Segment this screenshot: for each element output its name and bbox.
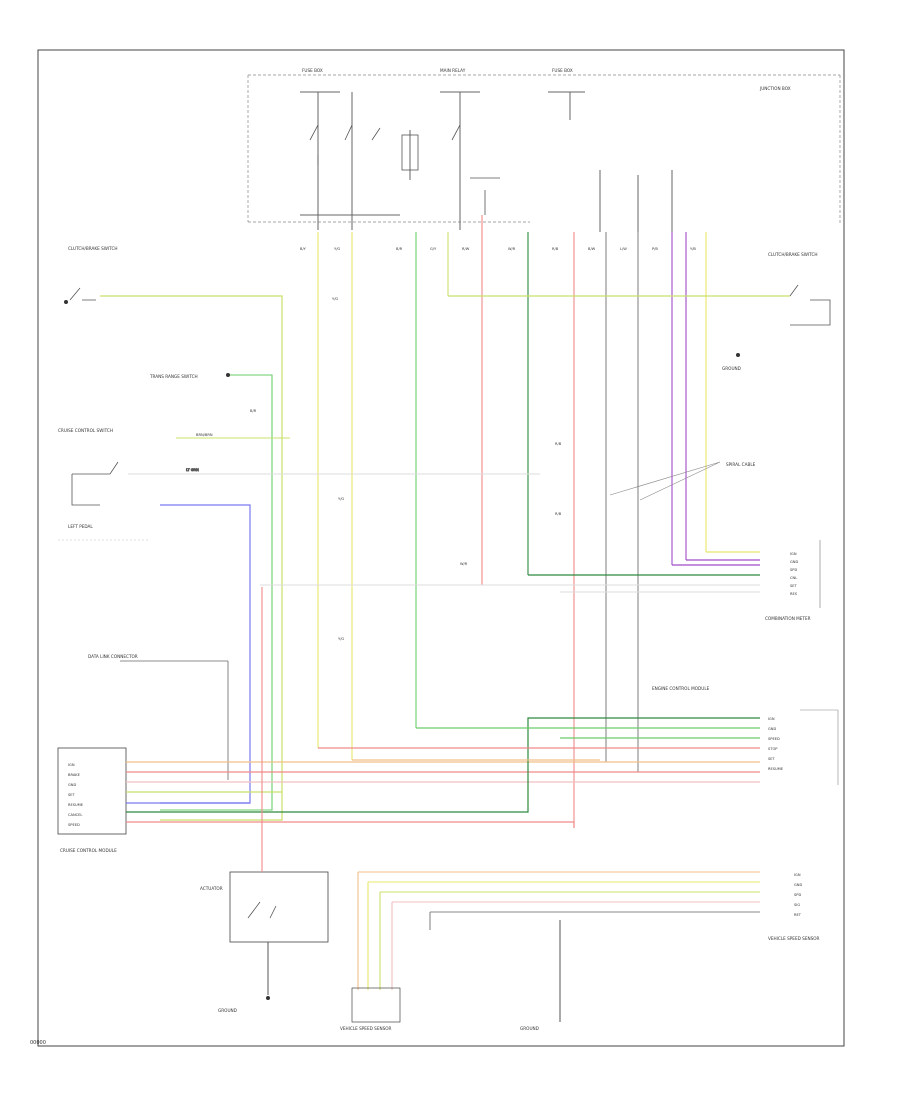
cruise-control-module: IGN BRAKE GND SET RESUME CANCEL SPEED CR…: [57, 747, 127, 853]
svg-text:STOP: STOP: [768, 747, 778, 751]
svg-text:SPD: SPD: [794, 893, 801, 897]
svg-text:ENGINE CONTROL MODULE: ENGINE CONTROL MODULE: [652, 686, 710, 691]
svg-text:B/R: B/R: [250, 409, 257, 413]
svg-text:SPD: SPD: [790, 568, 797, 572]
svg-text:BRAKE: BRAKE: [68, 773, 81, 777]
svg-text:SET: SET: [768, 757, 776, 761]
svg-text:TRANS RANGE SWITCH: TRANS RANGE SWITCH: [149, 374, 198, 379]
ecm-connector: IGN GND SPEED STOP SET RESUME ENGINE CON…: [652, 686, 839, 785]
svg-text:CLUTCH/BRAKE SWITCH: CLUTCH/BRAKE SWITCH: [768, 252, 818, 257]
svg-text:CRUISE CONTROL MODULE: CRUISE CONTROL MODULE: [60, 848, 117, 853]
svg-text:R/B: R/B: [555, 512, 562, 516]
svg-text:R/B: R/B: [555, 442, 562, 446]
svg-text:CRUISE CONTROL SWITCH: CRUISE CONTROL SWITCH: [58, 428, 113, 433]
cruise-control-switch: CRUISE CONTROL SWITCH BRN/BRN: [58, 428, 290, 439]
svg-text:Y/G: Y/G: [334, 247, 340, 251]
data-link-label: DATA LINK CONNECTOR: [88, 654, 138, 659]
svg-text:B/W: B/W: [588, 247, 596, 251]
fuse-label-1: FUSE BOX: [302, 68, 323, 73]
top-fuse-box: [247, 74, 841, 225]
svg-text:W/R: W/R: [508, 247, 516, 251]
svg-text:GND: GND: [794, 883, 802, 887]
left-pedal-label: LEFT PEDAL: [68, 524, 93, 529]
svg-text:IGN: IGN: [68, 763, 75, 767]
fuse-label-2: MAIN RELAY: [440, 68, 466, 73]
svg-text:ACTUATOR: ACTUATOR: [200, 886, 223, 891]
combination-meter-connector: IGN GND SPD CNL SET RES COMBINATION METE…: [260, 540, 821, 621]
misc-tags: Y/G Y/G Y/G W/R R/B R/B B/R: [250, 297, 562, 641]
svg-text:P/B: P/B: [652, 247, 658, 251]
svg-text:Y/B: Y/B: [690, 247, 696, 251]
svg-text:Y/G: Y/G: [338, 497, 344, 501]
svg-text:CNL: CNL: [790, 576, 797, 580]
svg-text:SET: SET: [790, 584, 798, 588]
vehicle-speed-sensor: VEHICLE SPEED SENSOR GROUND: [340, 920, 561, 1031]
main-relay-switches: [309, 124, 500, 215]
diagram-code: 00000: [30, 1040, 46, 1046]
top-pin-tags: B/Y Y/G B/R G/Y R/W W/R R/B B/W L/W P/B …: [300, 247, 696, 251]
sensor-pin-labels: IGN GND SPD SIG RET VEHICLE SPEED SENSOR: [768, 873, 820, 941]
svg-text:GND: GND: [768, 727, 776, 731]
svg-text:R/B: R/B: [552, 247, 559, 251]
svg-text:B/R: B/R: [396, 247, 403, 251]
left-pedal-switch: LT GRN: [71, 461, 540, 506]
right-top-switch: CLUTCH/BRAKE SWITCH GROUND: [722, 252, 831, 371]
svg-text:COMBINATION METER: COMBINATION METER: [765, 616, 811, 621]
svg-text:IGN: IGN: [794, 873, 801, 877]
svg-text:BRN/BRN: BRN/BRN: [196, 433, 213, 437]
svg-text:RES: RES: [790, 592, 798, 596]
svg-text:RESUME: RESUME: [68, 803, 84, 807]
svg-text:SPEED: SPEED: [768, 737, 780, 741]
svg-text:GND: GND: [790, 560, 798, 564]
svg-text:IGN: IGN: [790, 552, 797, 556]
blue-wire: [160, 504, 251, 804]
svg-text:SPEED: SPEED: [68, 823, 80, 827]
diagram-frame: [37, 49, 845, 1047]
spiral-cable-label: SPIRAL CABLE: [726, 462, 756, 467]
fuse-label-3: FUSE BOX: [552, 68, 573, 73]
svg-text:CANCEL: CANCEL: [68, 813, 82, 817]
svg-text:LT GRN: LT GRN: [186, 468, 199, 472]
svg-text:GROUND: GROUND: [722, 366, 741, 371]
svg-text:Y/G: Y/G: [338, 637, 344, 641]
svg-text:VEHICLE SPEED SENSOR: VEHICLE SPEED SENSOR: [340, 1026, 392, 1031]
svg-text:SIG: SIG: [794, 903, 800, 907]
svg-text:G/Y: G/Y: [430, 247, 437, 251]
svg-text:B/Y: B/Y: [300, 247, 307, 251]
spiral-cable-leader: [609, 461, 721, 501]
trans-range-switch: TRANS RANGE SWITCH: [149, 373, 273, 811]
svg-text:GROUND: GROUND: [218, 1008, 237, 1013]
vertical-wires: [317, 215, 707, 828]
yellow-green-wire-left: [100, 295, 283, 821]
sensor-wires: [357, 871, 760, 990]
svg-text:SET: SET: [68, 793, 76, 797]
svg-text:L/W: L/W: [620, 247, 627, 251]
svg-text:Y/G: Y/G: [332, 297, 338, 301]
svg-text:IGN: IGN: [768, 717, 775, 721]
svg-text:CLUTCH/BRAKE SWITCH: CLUTCH/BRAKE SWITCH: [68, 246, 118, 251]
power-bus: [300, 91, 673, 232]
junction-box-label: JUNCTION BOX: [759, 86, 791, 91]
svg-text:RESUME: RESUME: [768, 767, 784, 771]
svg-text:VEHICLE SPEED SENSOR: VEHICLE SPEED SENSOR: [768, 936, 820, 941]
svg-text:GROUND: GROUND: [520, 1026, 539, 1031]
svg-text:W/R: W/R: [460, 562, 468, 566]
actuator: ACTUATOR GROUND: [200, 587, 329, 1013]
brake-switch: CLUTCH/BRAKE SWITCH: [64, 246, 118, 304]
svg-text:R/W: R/W: [462, 247, 470, 251]
svg-text:RET: RET: [794, 913, 802, 917]
svg-text:GND: GND: [68, 783, 76, 787]
module-output-wires: [126, 717, 760, 828]
